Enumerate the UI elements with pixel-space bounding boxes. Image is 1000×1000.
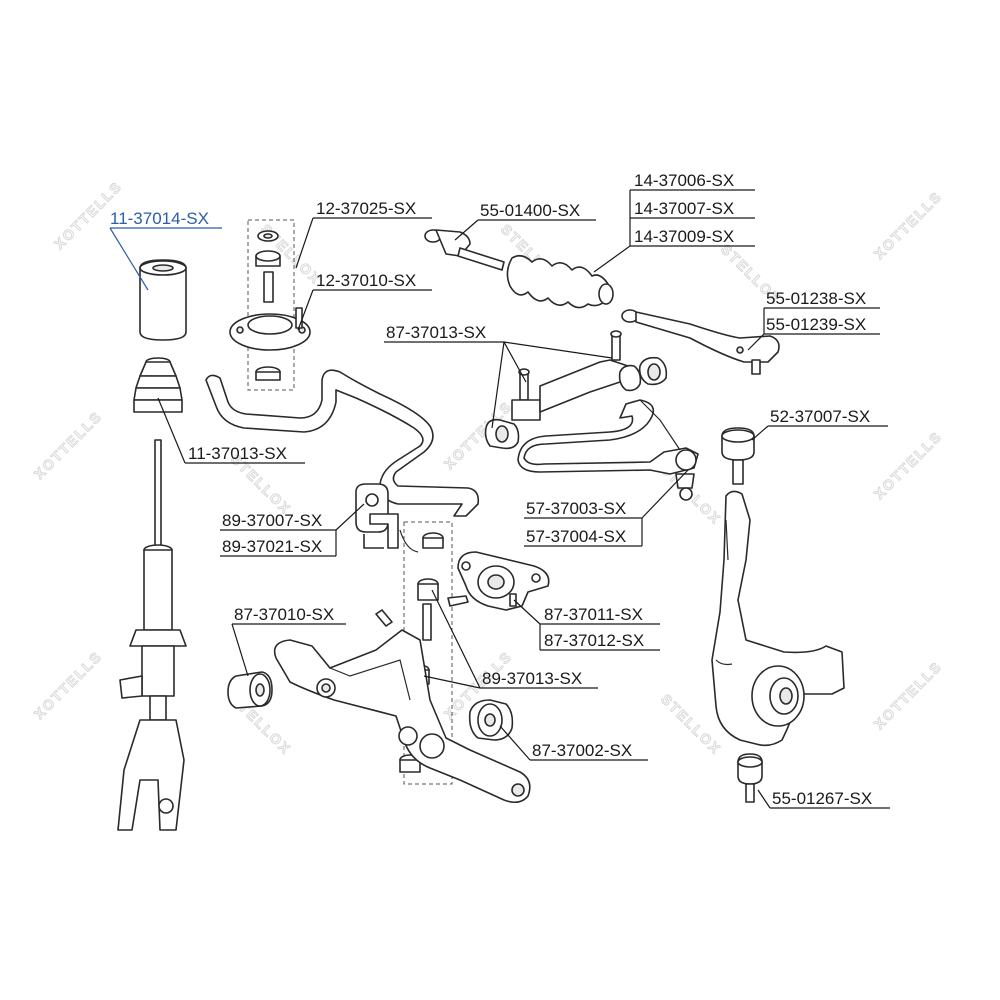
lower-arm-bushing-rear: [468, 699, 514, 741]
lower-arm-bushing-front: [227, 671, 273, 709]
watermark-text: XOTTELLS: [871, 428, 945, 502]
part-labels: 11-37014-SX 11-37013-SX 12-37025-SX 12-3…: [110, 171, 872, 808]
label-57-37004-SX: 57-37004-SX: [526, 527, 626, 546]
label-12-37010-SX: 12-37010-SX: [316, 271, 416, 290]
label-55-01267-SX: 55-01267-SX: [772, 789, 872, 808]
leader-lines: [109, 189, 890, 809]
top-mount-stud: [263, 271, 274, 303]
top-mount-plate: [229, 307, 311, 351]
top-mount-washer: [255, 250, 281, 267]
compliance-bushing: [457, 551, 550, 611]
label-87-37002-SX: 87-37002-SX: [532, 741, 632, 760]
bump-stop-cylinder: [139, 259, 187, 341]
upper-ball-joint: [721, 427, 755, 485]
tie-rod-end: [621, 309, 780, 375]
label-89-37013-SX: 89-37013-SX: [482, 669, 582, 688]
label-52-37007-SX: 52-37007-SX: [770, 407, 870, 426]
label-87-37011-SX: 87-37011-SX: [544, 605, 643, 624]
label-14-37009-SX: 14-37009-SX: [634, 227, 734, 246]
upper-control-arm: [517, 399, 699, 501]
label-57-37003-SX: 57-37003-SX: [526, 499, 626, 518]
watermark-text: XOTTELLS: [31, 648, 105, 722]
label-89-37021-SX: 89-37021-SX: [222, 537, 322, 556]
label-55-01239-SX: 55-01239-SX: [766, 315, 866, 334]
label-14-37007-SX: 14-37007-SX: [634, 199, 734, 218]
label-87-37010-SX: 87-37010-SX: [234, 605, 334, 624]
stabilizer-bar: [205, 369, 480, 553]
watermark-text: STELLOX: [658, 691, 725, 758]
stabilizer-bushing: [355, 483, 399, 549]
label-87-37013-SX: 87-37013-SX: [386, 323, 486, 342]
lower-ball-joint: [737, 753, 763, 803]
lower-fork: [117, 719, 185, 831]
steering-knuckle: [711, 490, 845, 747]
label-11-37013-SX: 11-37013-SX: [188, 444, 287, 463]
top-mount-bushing: [255, 366, 281, 381]
watermark-text: XOTTELLS: [871, 188, 945, 262]
steering-boot: [506, 254, 614, 309]
label-87-37012-SX: 87-37012-SX: [544, 631, 644, 650]
dust-boot: [133, 357, 183, 413]
stabilizer-link-dashed-box: [403, 521, 453, 785]
lower-control-arm: [273, 595, 531, 804]
upper-arm-bushings: [484, 330, 668, 450]
top-mount-nut: [257, 230, 279, 242]
label-12-37025-SX: 12-37025-SX: [316, 199, 416, 218]
label-14-37006-SX: 14-37006-SX: [634, 171, 734, 190]
label-55-01238-SX: 55-01238-SX: [766, 289, 866, 308]
label-89-37007-SX: 89-37007-SX: [222, 511, 322, 530]
shock-absorber: [119, 439, 187, 721]
top-mount-dashed-box: [247, 219, 295, 391]
watermark-text: XOTTELLS: [31, 408, 105, 482]
watermark-text: XOTTELLS: [871, 658, 945, 732]
label-55-01400-SX: 55-01400-SX: [480, 201, 580, 220]
label-11-37014-SX: 11-37014-SX: [110, 209, 209, 228]
inner-tie-rod: [424, 229, 505, 271]
